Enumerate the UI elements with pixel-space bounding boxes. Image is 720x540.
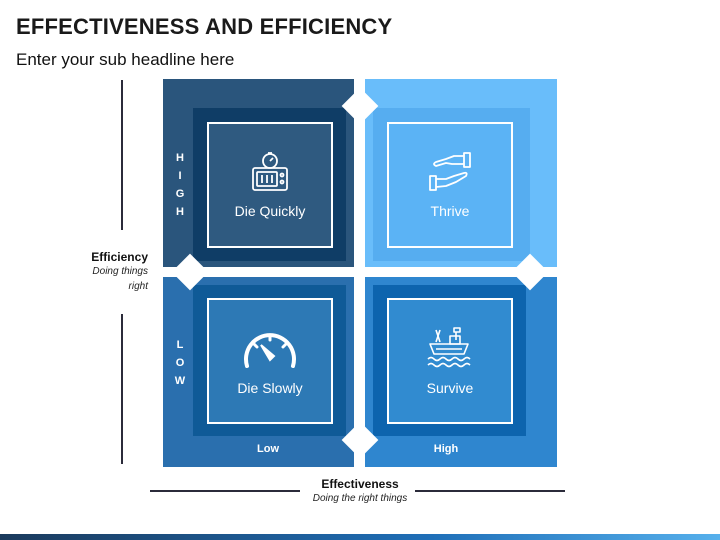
quadrant-label-die-slowly: Die Slowly [237,380,303,396]
sinking-ship-icon [427,327,471,368]
handshake-hands-icon [429,152,471,191]
x-low-label: Low [257,443,279,455]
quadrant-label-thrive: Thrive [430,203,470,219]
high-letter-g: G [175,188,185,200]
high-band-label: H I G H [167,140,193,230]
page-title: EFFECTIVENESS AND EFFICIENCY [16,14,393,39]
safe-timer-icon [252,152,288,191]
effectiveness-title: Effectiveness [321,477,399,491]
page-subtitle: Enter your sub headline here [16,50,235,69]
x-axis-line-left [150,490,300,492]
effectiveness-axis-label: Effectiveness Doing the right things [290,477,430,506]
quadrant-top-right-box: Thrive [387,122,513,248]
efficiency-subtitle-2: right [128,281,148,292]
quadrant-label-die-quickly: Die Quickly [234,203,306,219]
x-axis-line-right [415,490,565,492]
quadrant-top-left-box: Die Quickly [207,122,333,248]
horizontal-gap [163,267,557,277]
y-axis-line-bottom [121,314,123,464]
low-letter-o: O [175,357,185,369]
low-letter-w: W [174,375,186,387]
low-band-label: L O W [167,330,193,396]
high-letter-h1: H [176,152,184,164]
speedometer-icon [244,333,296,368]
high-letter-i: I [178,170,182,182]
high-letter-h2: H [176,206,184,218]
effectiveness-subtitle: Doing the right things [312,493,408,504]
low-letter-l: L [176,339,184,351]
x-high-band-label: High [373,436,519,462]
efficiency-title: Efficiency [91,250,148,264]
y-axis-line-top [121,80,123,230]
quadrant-label-survive: Survive [426,380,474,396]
x-high-label: High [433,443,459,455]
quadrant-bottom-left-box: Die Slowly [207,298,333,424]
efficiency-subtitle-1: Doing things [92,266,148,277]
footer-accent-bar [0,534,720,540]
efficiency-axis-label: Efficiency Doing things right [60,250,148,294]
x-low-band-label: Low [190,436,346,462]
quadrant-bottom-right-box: Survive [387,298,513,424]
